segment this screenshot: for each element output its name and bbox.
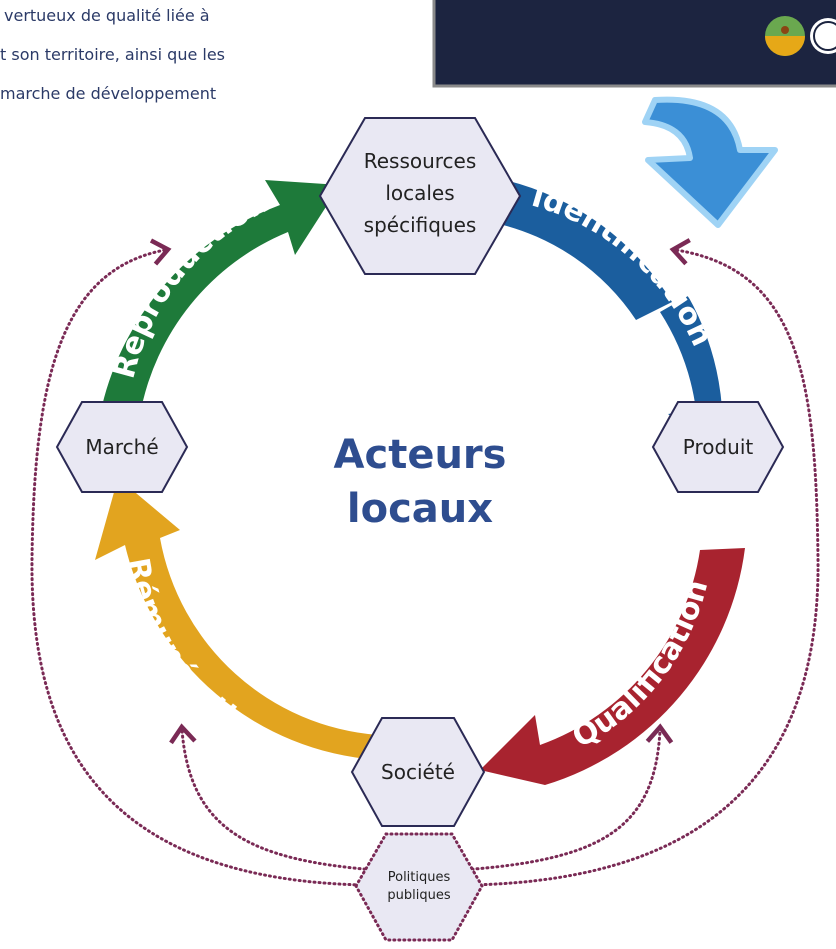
node-politiques: Politiques publiques <box>354 832 484 942</box>
dotted-feedback-arrows <box>30 238 820 887</box>
arc-remuneration <box>95 478 378 760</box>
quality-origin-logo-icon <box>765 16 805 56</box>
arc-reproduction <box>100 180 340 415</box>
node-societe-label: Société <box>381 760 455 784</box>
dotted-arrow-left-inner <box>169 723 377 872</box>
pointer-arrow-icon <box>642 96 778 228</box>
node-marche-label: Marché <box>85 435 158 459</box>
node-produit: Produit <box>651 401 785 493</box>
node-ressources-line3: spécifiques <box>364 213 477 237</box>
fao-logo-icon <box>810 18 836 54</box>
intro-line-2: t son territoire, ainsi que les <box>0 45 226 64</box>
node-ressources-line2: locales <box>385 181 454 205</box>
intro-line-1: vertueux de qualité liée à <box>4 6 210 25</box>
node-politiques-line2: publiques <box>387 888 450 903</box>
node-politiques-line1: Politiques <box>388 870 451 885</box>
intro-line-3: marche de développement <box>0 84 217 103</box>
dotted-arrow-right-inner <box>460 723 674 872</box>
dotted-arrow-left-outer <box>30 238 367 887</box>
node-societe: Société <box>350 717 486 827</box>
center-title-line2: locaux <box>347 486 493 532</box>
node-ressources: Ressources locales spécifiques <box>318 117 522 275</box>
center-title-line1: Acteurs <box>334 432 507 478</box>
dotted-arrow-right-outer <box>468 238 820 887</box>
node-marche: Marché <box>55 401 189 493</box>
top-banner <box>432 0 836 88</box>
node-produit-label: Produit <box>683 435 754 459</box>
arc-qualification <box>480 548 745 785</box>
node-ressources-line1: Ressources <box>364 149 477 173</box>
